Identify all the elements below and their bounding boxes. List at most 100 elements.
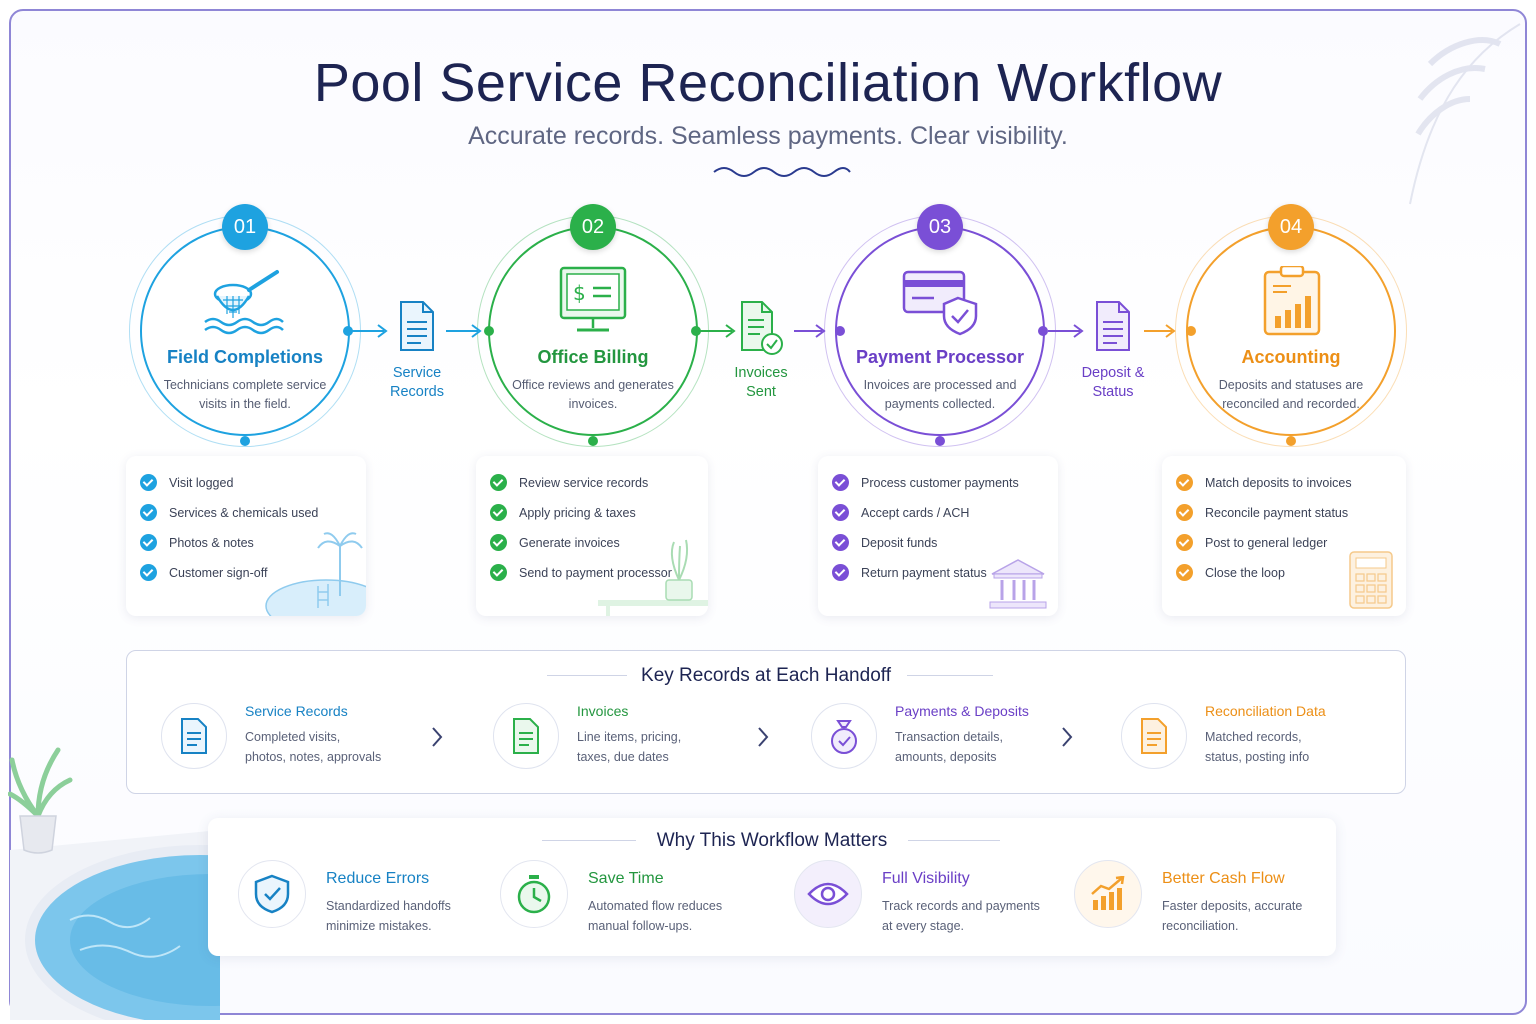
page-title: Pool Service Reconciliation Workflow (313, 53, 1223, 113)
benefit-reduce-errors: Reduce Errors Standardized handoffs mini… (238, 860, 498, 936)
ledger-document-icon (1121, 703, 1187, 769)
benefit-desc-line: Faster deposits, accurate (1162, 899, 1303, 913)
checklist-item: Accept cards / ACH (861, 505, 970, 520)
record-description: Line items, pricing, taxes, due dates (577, 727, 757, 767)
benefit-desc-line: manual follow-ups. (588, 919, 693, 933)
stopwatch-icon (500, 860, 568, 928)
growth-chart-icon (1074, 860, 1142, 928)
step-payment-processor: 03 Payment Processor Invoices are proces… (824, 204, 1065, 454)
step-field-completions: 01 Field Completions Technicians complet… (129, 204, 370, 454)
record-service-records: Service Records Completed visits, photos… (161, 701, 461, 771)
record-desc-line: photos, notes, approvals (245, 750, 382, 764)
step-title: Office Billing (537, 347, 649, 367)
connector-dot (343, 326, 353, 336)
checklist-item: Visit logged (169, 475, 234, 490)
benefit-description: Track records and payments at every stag… (882, 896, 1062, 936)
benefit-description: Faster deposits, accurate reconciliation… (1162, 896, 1342, 936)
step-ring (140, 226, 350, 436)
benefit-save-time: Save Time Automated flow reduces manual … (500, 860, 760, 936)
benefit-desc-line: Automated flow reduces (588, 899, 723, 913)
benefit-desc-line: at every stage. (882, 919, 964, 933)
step-office-billing: 02 $ Office Billing Office reviews and g… (477, 204, 718, 454)
connector-dot (484, 326, 494, 336)
benefit-title: Better Cash Flow (1162, 870, 1285, 887)
record-description: Transaction details, amounts, deposits (895, 727, 1075, 767)
check-icon (490, 534, 507, 551)
connector-dot (1186, 326, 1196, 336)
flow-arrow (700, 324, 736, 338)
checklist-item: Customer sign-off (169, 565, 268, 580)
checklist-card-field: Visit logged Services & chemicals used P… (126, 456, 366, 616)
check-icon (832, 564, 849, 581)
calculator-icon (1349, 551, 1393, 609)
check-icon (140, 564, 157, 581)
pool-illustration (10, 830, 220, 1020)
benefit-full-visibility: Full Visibility Track records and paymen… (794, 860, 1054, 936)
checklist-item: Return payment status (861, 565, 987, 580)
document-check-icon (741, 301, 783, 355)
flow-arrow (446, 324, 482, 338)
step-accounting: 04 Accounting Deposits and statuses are … (1175, 204, 1416, 454)
checklist-item: Deposit funds (861, 535, 938, 550)
clipboard-chart-icon (1263, 266, 1321, 336)
record-title: Service Records (245, 703, 348, 719)
connector-label: Deposit & (1081, 365, 1145, 381)
checklist-item: Review service records (519, 475, 649, 490)
connector-label: Sent (746, 384, 776, 400)
key-records-panel: Key Records at Each Handoff Service Reco… (126, 650, 1406, 794)
step-title: Accounting (1241, 347, 1341, 367)
record-title: Reconciliation Data (1205, 703, 1326, 719)
page-subtitle: Accurate records. Seamless payments. Cle… (468, 122, 1068, 150)
check-icon (490, 474, 507, 491)
pool-palm-illustration (265, 532, 366, 616)
step-title: Field Completions (166, 347, 323, 367)
record-description: Matched records, status, posting info (1205, 727, 1385, 767)
check-icon (140, 534, 157, 551)
record-desc-line: Matched records, (1205, 730, 1302, 744)
step-number-badge: 03 (917, 204, 963, 250)
document-icon (1096, 301, 1130, 351)
checklist-item: Match deposits to invoices (1205, 475, 1352, 490)
benefit-description: Standardized handoffs minimize mistakes. (326, 896, 506, 936)
connector-dot (935, 436, 945, 446)
record-desc-line: amounts, deposits (895, 750, 997, 764)
record-description: Completed visits, photos, notes, approva… (245, 727, 425, 767)
benefit-desc-line: Track records and payments (882, 899, 1040, 913)
checklist-card-accounting: Match deposits to invoices Reconcile pay… (1162, 456, 1406, 616)
bank-building-icon (989, 559, 1047, 609)
check-icon (1176, 564, 1193, 581)
check-icon (832, 534, 849, 551)
check-icon (1176, 534, 1193, 551)
connector-dot (588, 436, 598, 446)
money-bag-icon (811, 703, 877, 769)
record-desc-line: Line items, pricing, (577, 730, 682, 744)
checklist-card-payment: Process customer payments Accept cards /… (818, 456, 1058, 616)
benefit-better-cash-flow: Better Cash Flow Faster deposits, accura… (1074, 860, 1334, 936)
connector-dot (691, 326, 701, 336)
step-description: Deposits and statuses are reconciled and… (1218, 378, 1364, 411)
chevron-right-icon (432, 727, 443, 747)
flow-arrow (794, 324, 826, 338)
connector-label: Records (390, 384, 444, 400)
record-desc-line: Transaction details, (895, 730, 1003, 744)
connector-label: Service (392, 365, 442, 381)
flow-arrow (1048, 324, 1084, 338)
checklist-item: Post to general ledger (1205, 535, 1328, 550)
connector-deposit-status: Deposit & Status (1068, 300, 1158, 402)
document-icon (400, 301, 434, 351)
record-desc-line: Completed visits, (245, 730, 341, 744)
checklist-item: Services & chemicals used (169, 505, 319, 520)
wave-divider (713, 167, 851, 177)
key-records-title: Key Records at Each Handoff (641, 665, 891, 686)
eye-icon (794, 860, 862, 928)
check-icon (140, 474, 157, 491)
step-title: Payment Processor (855, 347, 1025, 367)
connector-label: Status (1092, 384, 1134, 400)
record-desc-line: status, posting info (1205, 750, 1310, 764)
checklist-item: Send to payment processor (519, 565, 672, 580)
pool-skimmer-icon (204, 270, 284, 335)
check-icon (832, 474, 849, 491)
monitor-invoice-icon: $ (559, 266, 627, 332)
check-icon (140, 504, 157, 521)
connector-dot (1286, 436, 1296, 446)
